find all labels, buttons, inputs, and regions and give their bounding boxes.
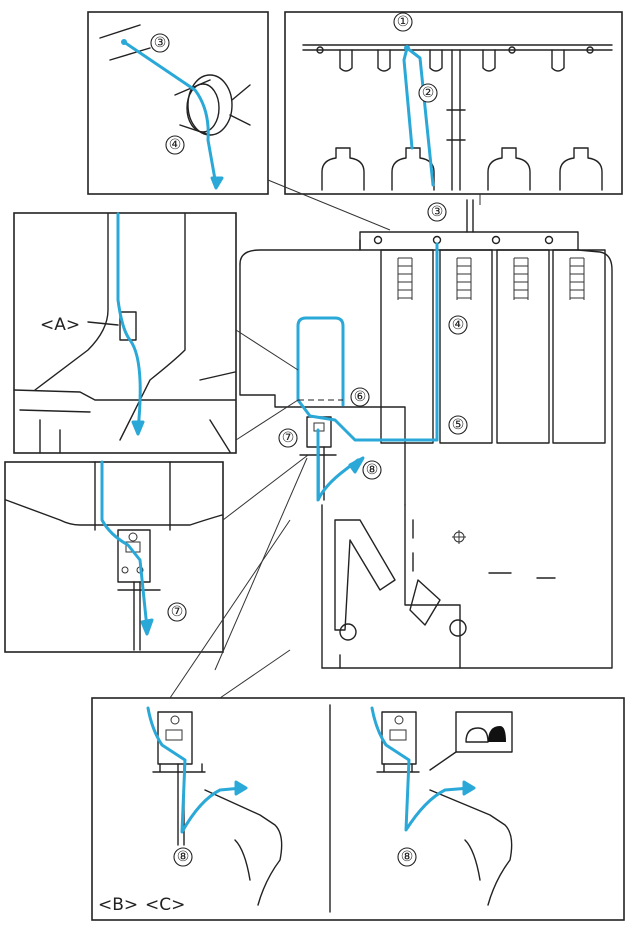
callout-8-main: ⑧ xyxy=(362,460,382,480)
svg-text:④: ④ xyxy=(452,317,465,333)
svg-text:⑧: ⑧ xyxy=(401,849,414,865)
callout-1: ① xyxy=(393,12,413,32)
callout-7-inset: ⑦ xyxy=(167,602,187,622)
presser-foot-icon xyxy=(455,711,513,753)
label-a: <A> xyxy=(40,315,80,335)
svg-text:①: ① xyxy=(397,14,410,30)
svg-text:③: ③ xyxy=(154,35,167,51)
svg-text:⑧: ⑧ xyxy=(366,462,379,478)
callout-2: ② xyxy=(418,83,438,103)
label-b: <B> xyxy=(98,895,138,915)
inset-a xyxy=(13,212,237,454)
callout-3-top: ③ xyxy=(150,33,170,53)
callout-4-top: ④ xyxy=(165,135,185,155)
callout-8-b: ⑧ xyxy=(173,847,193,867)
svg-text:③: ③ xyxy=(431,204,444,220)
thread-stand-inset xyxy=(284,11,623,195)
main-thread-path xyxy=(296,242,439,502)
leader-lines xyxy=(169,179,481,699)
needle-inset xyxy=(4,460,224,653)
tweezers-inset xyxy=(91,697,625,921)
machine-body xyxy=(239,199,613,669)
svg-text:⑥: ⑥ xyxy=(354,389,367,405)
svg-text:⑦: ⑦ xyxy=(171,604,184,620)
callout-4-main: ④ xyxy=(448,315,468,335)
svg-text:②: ② xyxy=(422,85,435,101)
callout-6: ⑥ xyxy=(350,387,370,407)
callout-8-c: ⑧ xyxy=(397,847,417,867)
callout-5: ⑤ xyxy=(448,415,468,435)
svg-text:⑦: ⑦ xyxy=(282,430,295,446)
svg-text:⑤: ⑤ xyxy=(452,417,465,433)
callout-3-main: ③ xyxy=(427,202,447,222)
svg-text:④: ④ xyxy=(169,137,182,153)
callout-7-main: ⑦ xyxy=(278,428,298,448)
label-c: <C> xyxy=(145,895,185,915)
svg-text:⑧: ⑧ xyxy=(177,849,190,865)
tension-dial-inset xyxy=(87,11,269,195)
